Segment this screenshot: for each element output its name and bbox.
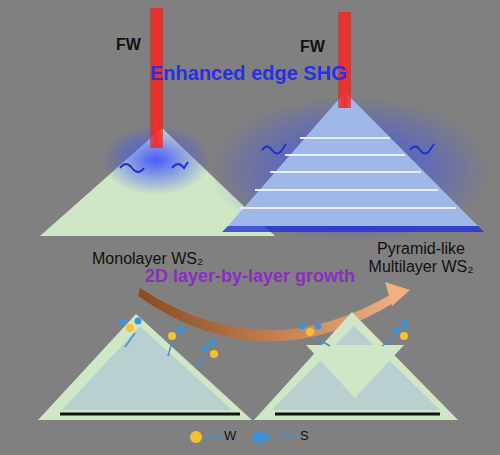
label: Enhanced edge SHG [150,62,347,85]
growth-triangle [38,314,252,420]
label: FW [300,38,325,56]
legend-swatch [190,431,202,443]
legend-text: W [224,429,236,444]
pyramid-triangle [228,92,478,226]
legend-swatch [252,431,264,443]
growth-triangle [254,312,458,420]
label: FW [116,36,141,54]
label: Monolayer WS₂ [92,250,203,268]
label: Pyramid-like Multilayer WS₂ [362,240,480,277]
label: 2D layer-by-layer growth [145,266,355,287]
legend-text: S [300,429,309,444]
atoms [119,318,409,369]
layer-steps [240,138,456,208]
fw-beam [338,12,351,108]
